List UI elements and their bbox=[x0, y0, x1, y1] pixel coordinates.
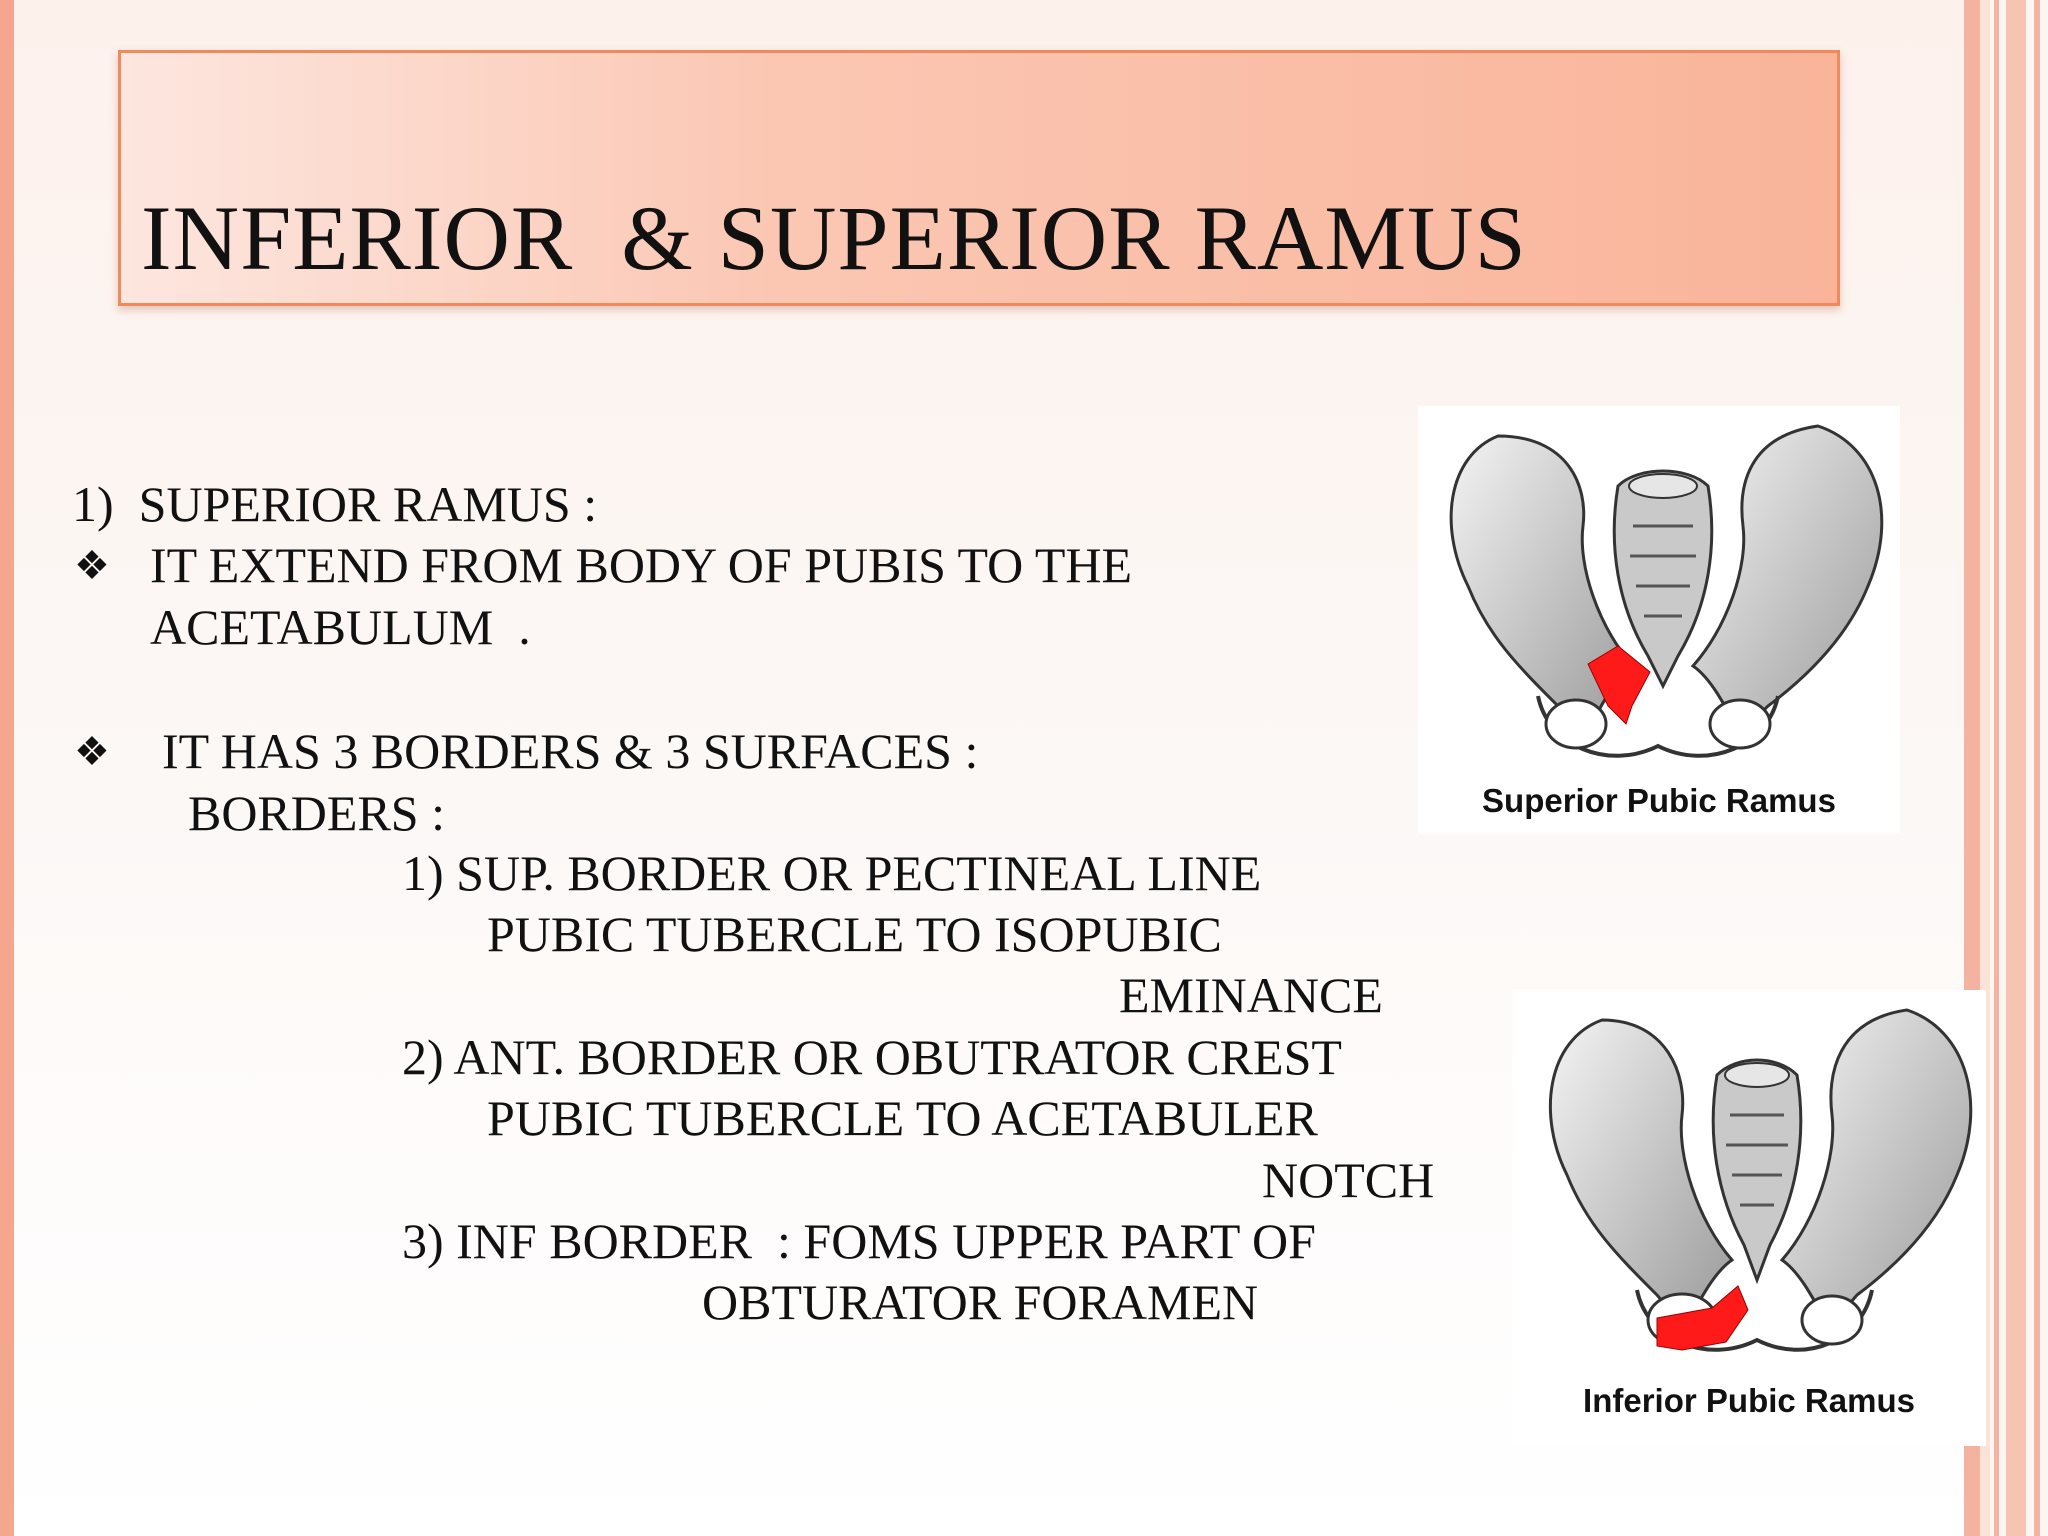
border-2-description: PUBIC TUBERCLE TO ACETABULER bbox=[487, 1090, 1318, 1146]
slide-title: INFERIOR & SUPERIOR RAMUS bbox=[141, 187, 1527, 289]
stripe bbox=[1994, 0, 1999, 1536]
pelvis-illustration bbox=[1549, 1008, 1973, 1352]
title-banner: INFERIOR & SUPERIOR RAMUS bbox=[118, 50, 1840, 306]
border-1-description: PUBIC TUBERCLE TO ISOPUBIC bbox=[487, 906, 1222, 962]
stripe bbox=[2034, 0, 2040, 1536]
figure-caption: Superior Pubic Ramus bbox=[1482, 782, 1836, 819]
border-3-title: 3) INF BORDER : FOMS UPPER PART OF bbox=[402, 1213, 1316, 1269]
stripe bbox=[2006, 0, 2026, 1536]
borders-label: BORDERS : bbox=[188, 785, 446, 841]
inferior-pubic-ramus-figure: Inferior Pubic Ramus bbox=[1512, 990, 1986, 1446]
border-1-title: 1) SUP. BORDER OR PECTINEAL LINE bbox=[402, 845, 1262, 901]
bullet-diamond-icon: ❖ bbox=[74, 729, 110, 774]
section-heading: 1) SUPERIOR RAMUS : bbox=[72, 476, 598, 532]
figure-caption: Inferior Pubic Ramus bbox=[1583, 1382, 1915, 1419]
border-3-description: OBTURATOR FORAMEN bbox=[702, 1274, 1259, 1330]
bullet-diamond-icon: ❖ bbox=[74, 543, 110, 588]
bullet-text-continued: ACETABULUM . bbox=[150, 599, 531, 655]
bullet-text: IT EXTEND FROM BODY OF PUBIS TO THE bbox=[150, 537, 1133, 593]
superior-pubic-ramus-figure: Superior Pubic Ramus bbox=[1418, 406, 1900, 834]
left-accent-stripe bbox=[0, 0, 14, 1536]
border-2-description-continued: NOTCH bbox=[1262, 1152, 1435, 1208]
border-1-description-continued: EMINANCE bbox=[1119, 967, 1383, 1023]
pelvis-illustration bbox=[1449, 424, 1884, 758]
stripe bbox=[1980, 0, 1990, 1536]
bullet-text: IT HAS 3 BORDERS & 3 SURFACES : bbox=[162, 723, 979, 779]
border-2-title: 2) ANT. BORDER OR OBUTRATOR CREST bbox=[402, 1029, 1342, 1085]
